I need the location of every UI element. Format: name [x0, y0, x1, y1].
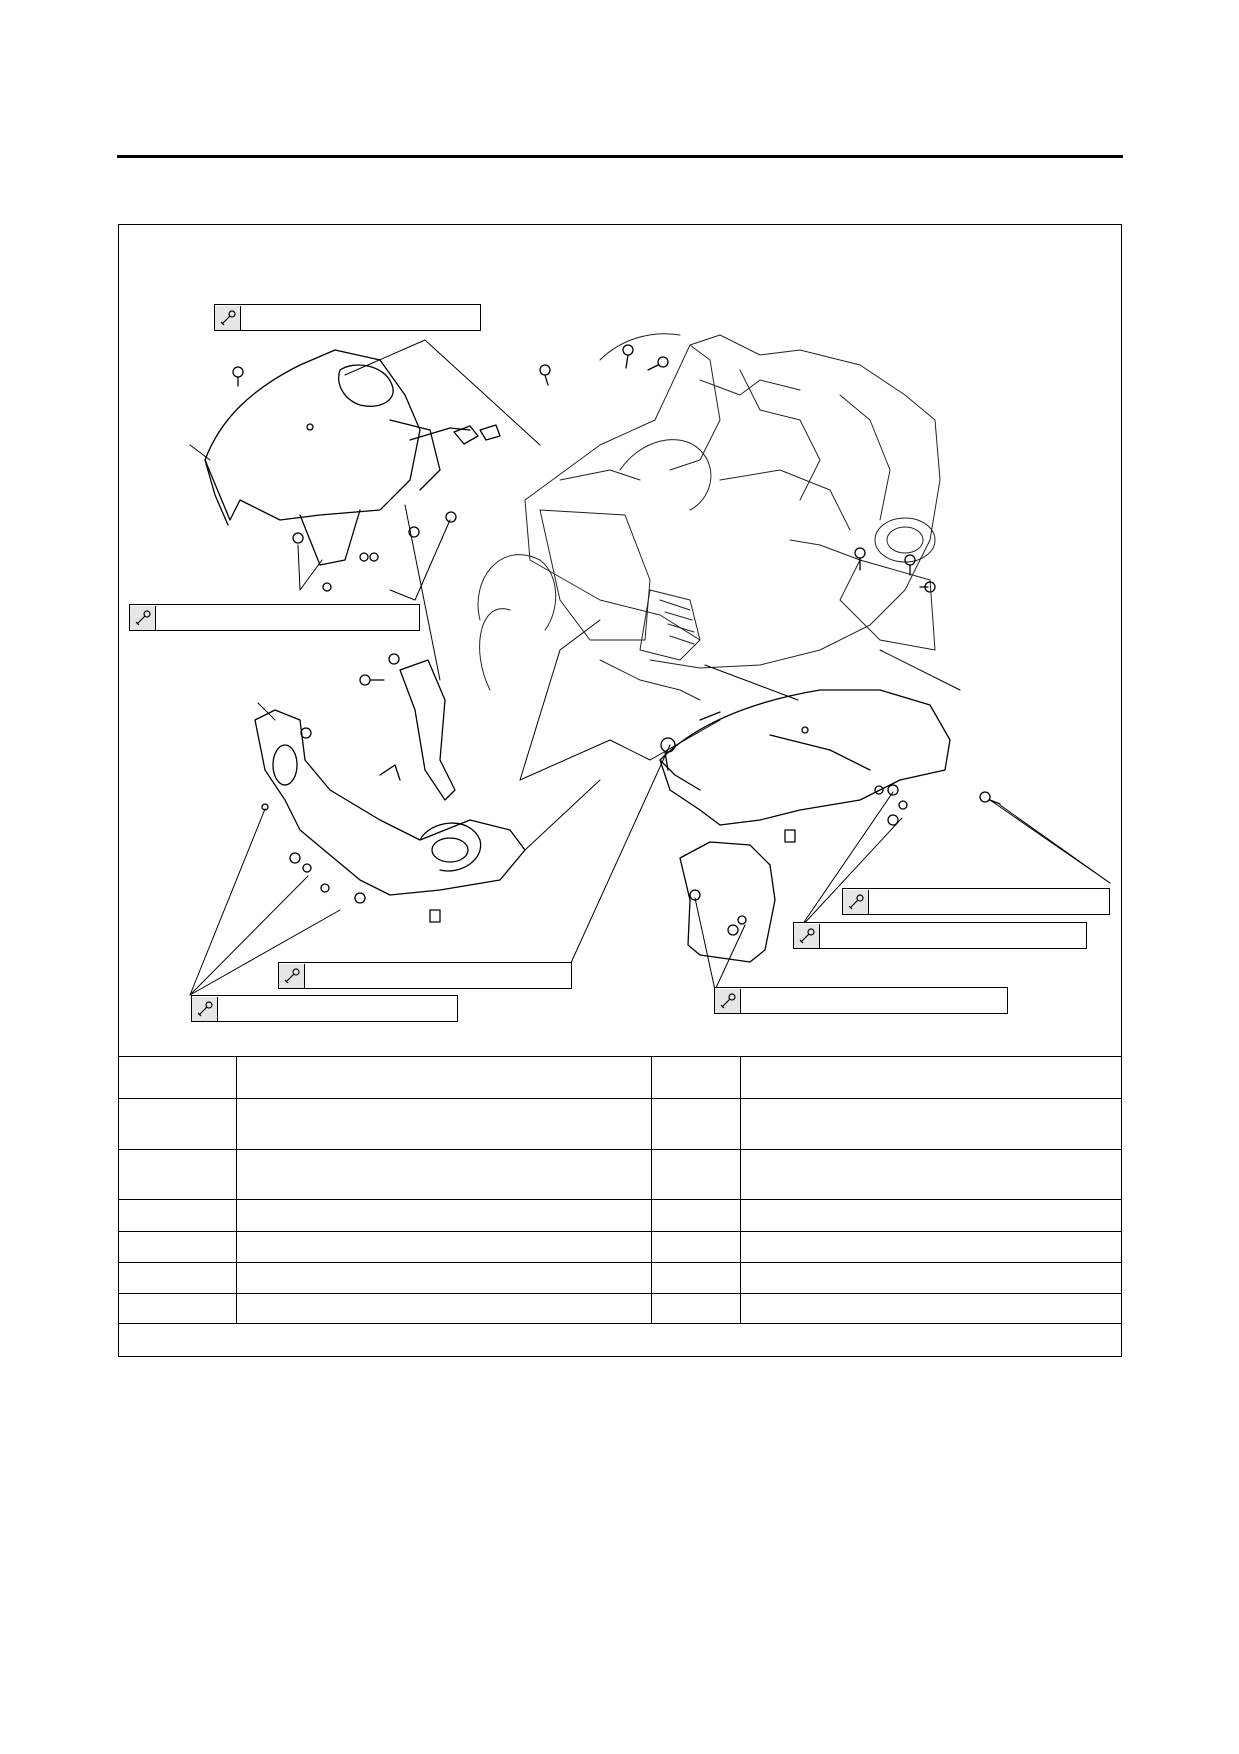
- table-row: [118, 1231, 1122, 1263]
- torque-spec-box: [214, 304, 481, 331]
- upper-side-cover: [204, 349, 471, 566]
- table-cell: [235, 1231, 653, 1263]
- table-cell: [235, 1098, 653, 1150]
- table-row: [118, 1293, 1122, 1324]
- vehicle-chassis-illustration: [477, 333, 941, 701]
- torque-wrench-icon: [215, 305, 241, 330]
- table-cell: [118, 1262, 237, 1294]
- table-cell: [235, 1262, 653, 1294]
- table-row: [118, 1262, 1122, 1294]
- torque-wrench-icon: [715, 988, 741, 1013]
- table-cell: [740, 1199, 1122, 1232]
- table-cell: [118, 1231, 237, 1263]
- table-cell: [118, 1098, 237, 1150]
- header-cell: [651, 1056, 742, 1099]
- table-cell: [235, 1149, 653, 1200]
- table-row: [118, 1199, 1122, 1232]
- torque-wrench-icon: [794, 923, 820, 948]
- table-cell: [235, 1293, 653, 1324]
- table-cell: [740, 1231, 1122, 1263]
- torque-spec-box: [842, 888, 1110, 915]
- table-cell: [651, 1231, 742, 1263]
- table-cell: [740, 1262, 1122, 1294]
- inner-bracket: [359, 653, 456, 801]
- table-cell: [651, 1262, 742, 1294]
- header-cell: [740, 1056, 1122, 1099]
- torque-spec-box: [714, 987, 1008, 1014]
- header-cell: [118, 1056, 237, 1099]
- table-cell: [235, 1199, 653, 1232]
- table-header-row: [118, 1056, 1122, 1099]
- table-cell: [651, 1293, 742, 1324]
- table-cell: [651, 1149, 742, 1200]
- table-cell: [118, 1149, 237, 1200]
- exploded-view-diagram: [189, 333, 1111, 996]
- torque-wrench-icon: [279, 963, 305, 988]
- rear-side-cover: [659, 689, 951, 843]
- table-cell: [740, 1293, 1122, 1324]
- parts-table: [118, 1056, 1122, 1324]
- torque-wrench-icon: [130, 605, 156, 630]
- table-cell: [740, 1149, 1122, 1200]
- front-lower-panel: [254, 709, 526, 923]
- header-rule: [117, 155, 1123, 158]
- torque-spec-box: [191, 995, 458, 1022]
- table-row: [118, 1149, 1122, 1200]
- torque-wrench-icon: [192, 996, 218, 1021]
- upper-left-fasteners: [232, 366, 501, 592]
- table-cell: [118, 1199, 237, 1232]
- diagram-frame: [118, 224, 1122, 1357]
- header-cell: [235, 1056, 653, 1099]
- torque-wrench-icon: [843, 889, 869, 914]
- right-fasteners: [539, 344, 1001, 826]
- table-cell: [651, 1199, 742, 1232]
- lower-right-cover: [679, 841, 776, 963]
- torque-spec-box: [793, 922, 1087, 949]
- torque-spec-box: [129, 604, 420, 631]
- torque-spec-box: [278, 962, 572, 989]
- table-cell: [118, 1293, 237, 1324]
- table-cell: [740, 1098, 1122, 1150]
- table-cell: [651, 1098, 742, 1150]
- table-row: [118, 1098, 1122, 1150]
- leader-lines: [189, 339, 1111, 996]
